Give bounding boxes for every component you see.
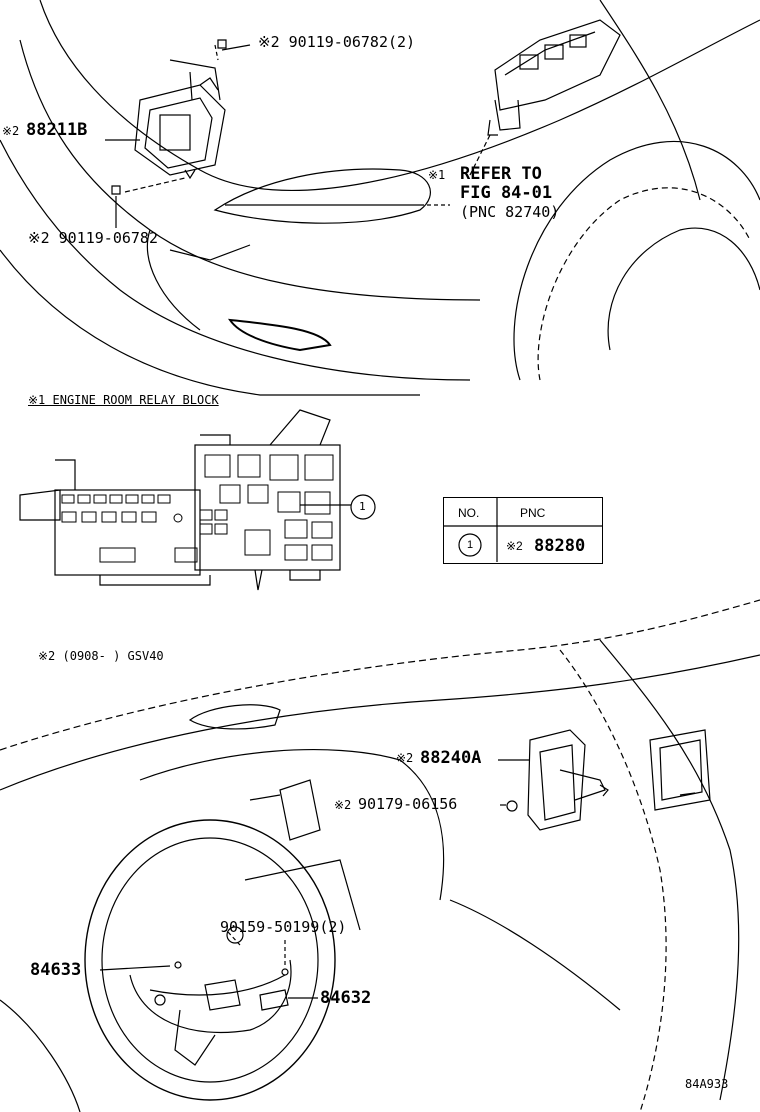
sensor-88211b-drawing [105,39,251,228]
table-callout-circle [458,533,482,557]
label-mark-nut: ※2 [334,798,352,812]
pnc-table: NO. PNC 1 ※2 88280 [443,497,603,564]
label-mark-88240a: ※2 [396,751,414,765]
label-nut-90179-06156: 90179-06156 [358,795,458,813]
label-fig-84-01: FIG 84-01 [460,183,553,203]
module-88240a-drawing [498,729,609,831]
label-refer-to: REFER TO [460,164,542,184]
label-screw-90159-50199: 90159-50199(2) [220,918,347,936]
label-part-88211b: 88211B [26,120,88,140]
label-part-84633: 84633 [30,960,82,980]
pnc-table-row-mark: ※2 [506,539,523,553]
label-bolt-90119-06782-2: ※2 90119-06782(2) [258,33,416,51]
label-part-88240a: 88240A [420,748,482,768]
label-relay-block-title: ※1 ENGINE ROOM RELAY BLOCK [28,393,219,407]
label-refer-mark: ※1 [428,168,446,182]
pnc-table-row-pnc: 88280 [534,536,586,556]
pnc-table-row-no: 1 [467,539,474,551]
callout-circle-1 [350,494,376,520]
instrument-panel-illustration [0,599,760,1112]
label-applicability: ※2 (0908- ) GSV40 [38,649,164,663]
relay-block-in-vehicle [420,19,621,206]
pnc-table-header-no: NO. [458,506,480,520]
label-pnc-82740: (PNC 82740) [460,203,560,221]
label-callout-1: 1 [359,500,366,513]
label-bolt-90119-06782: ※2 90119-06782 [28,229,158,247]
label-part-84632: 84632 [320,988,372,1008]
label-mark-88211b: ※2 [2,124,20,138]
vehicle-front-illustration [0,0,760,396]
label-figure-id: 84A933 [685,1077,729,1091]
engine-room-relay-block-drawing [19,409,376,591]
pnc-table-header-pnc: PNC [520,506,546,520]
steering-wheel-drawing [84,819,336,1101]
